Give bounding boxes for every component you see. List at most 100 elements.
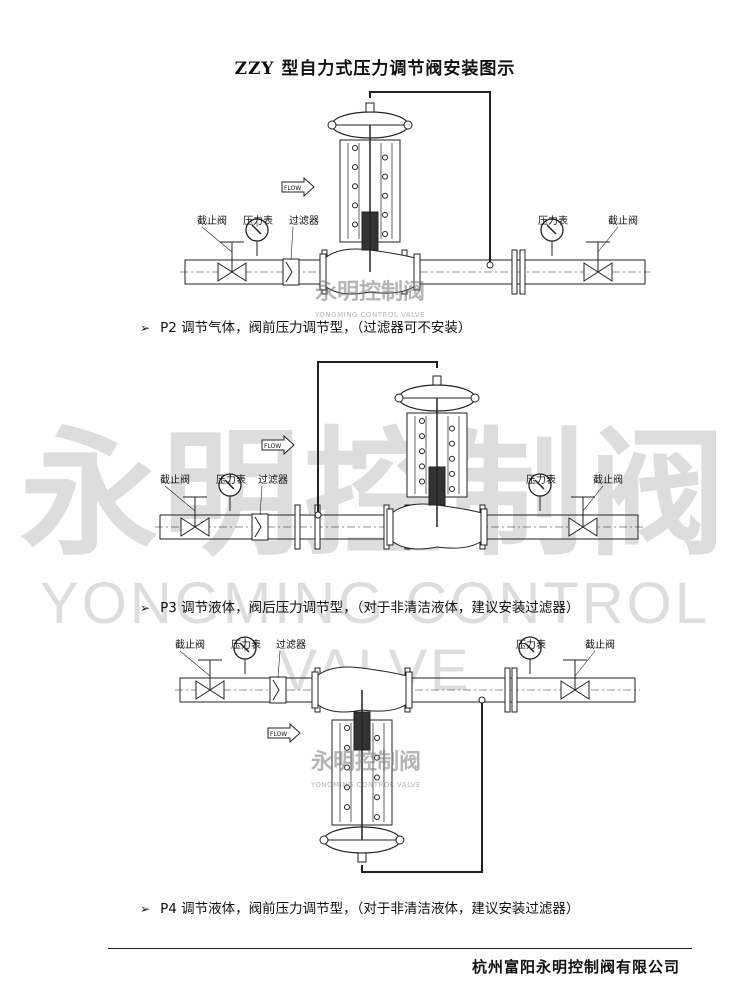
watermark-small-en: YONGMING CONTROL VALVE: [311, 781, 421, 789]
bullet-icon: ➢: [140, 601, 151, 615]
label-shutoff-valve: 截止阀: [197, 214, 227, 227]
spring-coil: [352, 164, 358, 171]
flow-label: FLOW: [284, 185, 301, 192]
impulse-pipe: [317, 361, 438, 515]
flow-arrow-icon: [261, 434, 295, 456]
valve-flange: [405, 671, 413, 709]
leader-line: [582, 485, 604, 512]
spring-coil: [382, 231, 388, 237]
spring-coil: [449, 455, 455, 462]
watermark-small-en: YONGMING CONTROL VALVE: [315, 311, 425, 319]
flow-arrow-icon: [267, 722, 301, 744]
bolt: [403, 120, 413, 130]
leader-line: [277, 650, 281, 679]
label-filter: 过滤器: [258, 473, 288, 486]
label-pressure-gauge: 压力表: [516, 638, 546, 651]
needle-valve: [486, 261, 494, 269]
label-pressure-gauge: 压力表: [538, 214, 568, 227]
label-pressure-gauge: 压力表: [243, 214, 273, 227]
pipe-flange: [511, 667, 518, 713]
needle-valve: [314, 511, 322, 519]
gauge-needle: [534, 479, 545, 490]
filter: [269, 676, 287, 704]
filter: [282, 258, 300, 286]
leader-line: [179, 650, 211, 677]
company-name: 杭州富阳永明控制阀有限公司: [471, 958, 680, 976]
bullet-icon: ➢: [140, 321, 151, 335]
pipe-flange: [294, 504, 301, 550]
leader-line: [201, 226, 233, 253]
label-pressure-gauge: 压力表: [216, 473, 246, 486]
pipe-flange: [519, 249, 526, 295]
spring-coil: [344, 725, 350, 731]
flow-label: FLOW: [264, 443, 281, 450]
bolt: [319, 835, 329, 845]
valve-flange: [480, 508, 488, 546]
caption-p3: ➢ P3 调节液体，阀后压力调节型，（对于非清洁液体，建议安装过滤器）: [140, 596, 579, 616]
spring-coil: [344, 804, 350, 811]
spring-coil: [344, 784, 350, 791]
diagram-1-watermark: 永明控制阀 YONGMING CONTROL VALVE: [300, 282, 440, 326]
spring-coil: [449, 470, 455, 477]
bolt: [395, 835, 405, 845]
spring-coil: [374, 734, 380, 741]
spring-coil: [382, 173, 388, 180]
label-pressure-gauge: 压力表: [231, 638, 261, 651]
pipe-flange: [504, 667, 511, 713]
gauge-needle: [251, 224, 262, 235]
bolt: [394, 393, 404, 403]
impulse-pipe: [361, 700, 483, 873]
spring-coil: [352, 145, 358, 151]
watermark-cn: 永明控制阀: [19, 414, 730, 575]
pipe-flange: [511, 249, 518, 295]
leader-line: [164, 485, 196, 512]
caption-text: P4 调节液体，阀前压力调节型，（对于非清洁液体，建议安装过滤器）: [160, 901, 580, 917]
gauge-needle: [524, 642, 535, 653]
gauge-needle: [546, 224, 557, 235]
spring-coil: [449, 425, 455, 432]
spring-coil: [382, 154, 388, 161]
bullet-icon: ➢: [140, 902, 151, 916]
spring-coil: [449, 440, 455, 447]
spring-coil: [382, 211, 388, 218]
spring-coil: [374, 794, 380, 801]
caption-text: P3 调节液体，阀后压力调节型，（对于非清洁液体，建议安装过滤器）: [160, 600, 580, 616]
footer-divider: [108, 948, 692, 949]
top-connector: [432, 375, 442, 386]
spring-coil: [419, 478, 425, 485]
caption-p2: ➢ P2 调节气体，阀前压力调节型，（过滤器可不安装）: [140, 316, 471, 336]
label-pressure-gauge: 压力表: [526, 473, 556, 486]
spring-coil: [419, 448, 425, 455]
spring-coil: [344, 764, 350, 771]
spring-coil: [352, 202, 358, 209]
label-shutoff-valve: 截止阀: [175, 638, 205, 651]
impulse-pipe: [369, 91, 491, 265]
label-filter: 过滤器: [276, 638, 306, 651]
valve-flange: [386, 508, 394, 546]
valve-flange: [413, 253, 421, 291]
bolt: [470, 393, 480, 403]
spring-coil: [382, 192, 388, 199]
label-shutoff-valve: 截止阀: [608, 214, 638, 227]
gauge-needle: [224, 479, 235, 490]
watermark-en: YONGMING CONTROL VALVE: [40, 571, 710, 703]
label-filter: 过滤器: [289, 214, 319, 227]
needle-valve: [478, 696, 486, 704]
leader-line: [290, 226, 294, 261]
spring-coil: [374, 814, 380, 820]
watermark-small-cn: 永明控制阀: [314, 280, 425, 305]
top-connector: [365, 102, 375, 113]
leader-line: [259, 485, 263, 516]
label-shutoff-valve: 截止阀: [160, 473, 190, 486]
caption-text: P2 调节气体，阀前压力调节型，（过滤器可不安装）: [160, 320, 472, 336]
spring-coil: [449, 486, 455, 492]
spring-coil: [352, 221, 358, 228]
spring-coil: [419, 418, 425, 424]
spring-coil: [419, 433, 425, 440]
spring-coil: [374, 774, 380, 781]
caption-p4: ➢ P4 调节液体，阀前压力调节型，（对于非清洁液体，建议安装过滤器）: [140, 897, 579, 917]
flow-arrow-icon: [281, 176, 315, 198]
spring-coil: [419, 463, 425, 470]
